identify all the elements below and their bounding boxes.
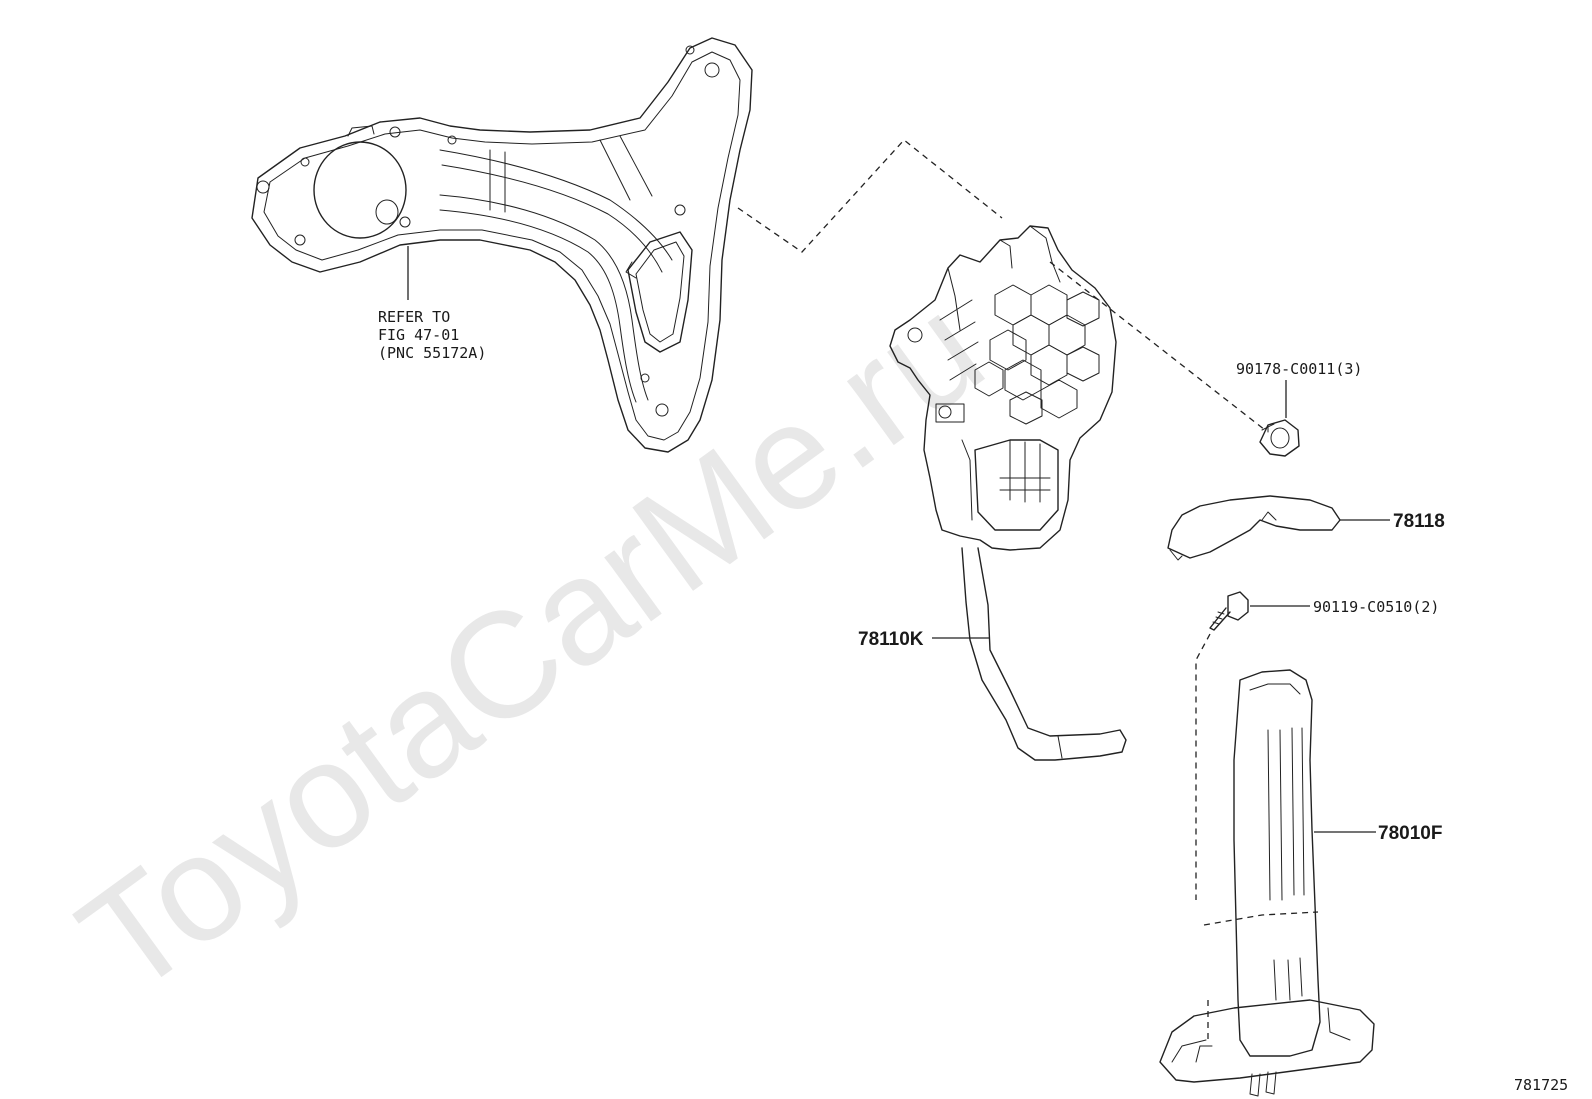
reference-note-line3: (PNC 55172A) [378, 344, 486, 362]
nut-part [1259, 419, 1300, 457]
bolt-callout: 90119-C0510(2) [1313, 598, 1439, 616]
bracket-assembly-dashed-link [737, 139, 1003, 253]
nut-callout: 90178-C0011(3) [1236, 360, 1362, 378]
bolt-pedal-dashed-link [1195, 633, 1211, 1040]
reference-note-line1: REFER TO [378, 308, 450, 326]
cover-part [1167, 495, 1341, 561]
cover-callout: 78118 [1393, 511, 1445, 532]
reference-note: REFER TO FIG 47-01 (PNC 55172A) [378, 308, 486, 362]
pedal-sensor-assembly [889, 225, 1127, 761]
figure-number: 781725 [1514, 1076, 1568, 1094]
assembly-nut-dashed-link [1049, 261, 1266, 431]
accelerator-pedal-part [1159, 669, 1375, 1097]
reference-note-line2: FIG 47-01 [378, 326, 459, 344]
pedal-bracket-panel [251, 37, 753, 453]
pedal-callout: 78010F [1378, 823, 1442, 844]
assembly-callout: 78110K [858, 629, 924, 650]
bolt-part [1209, 591, 1249, 631]
